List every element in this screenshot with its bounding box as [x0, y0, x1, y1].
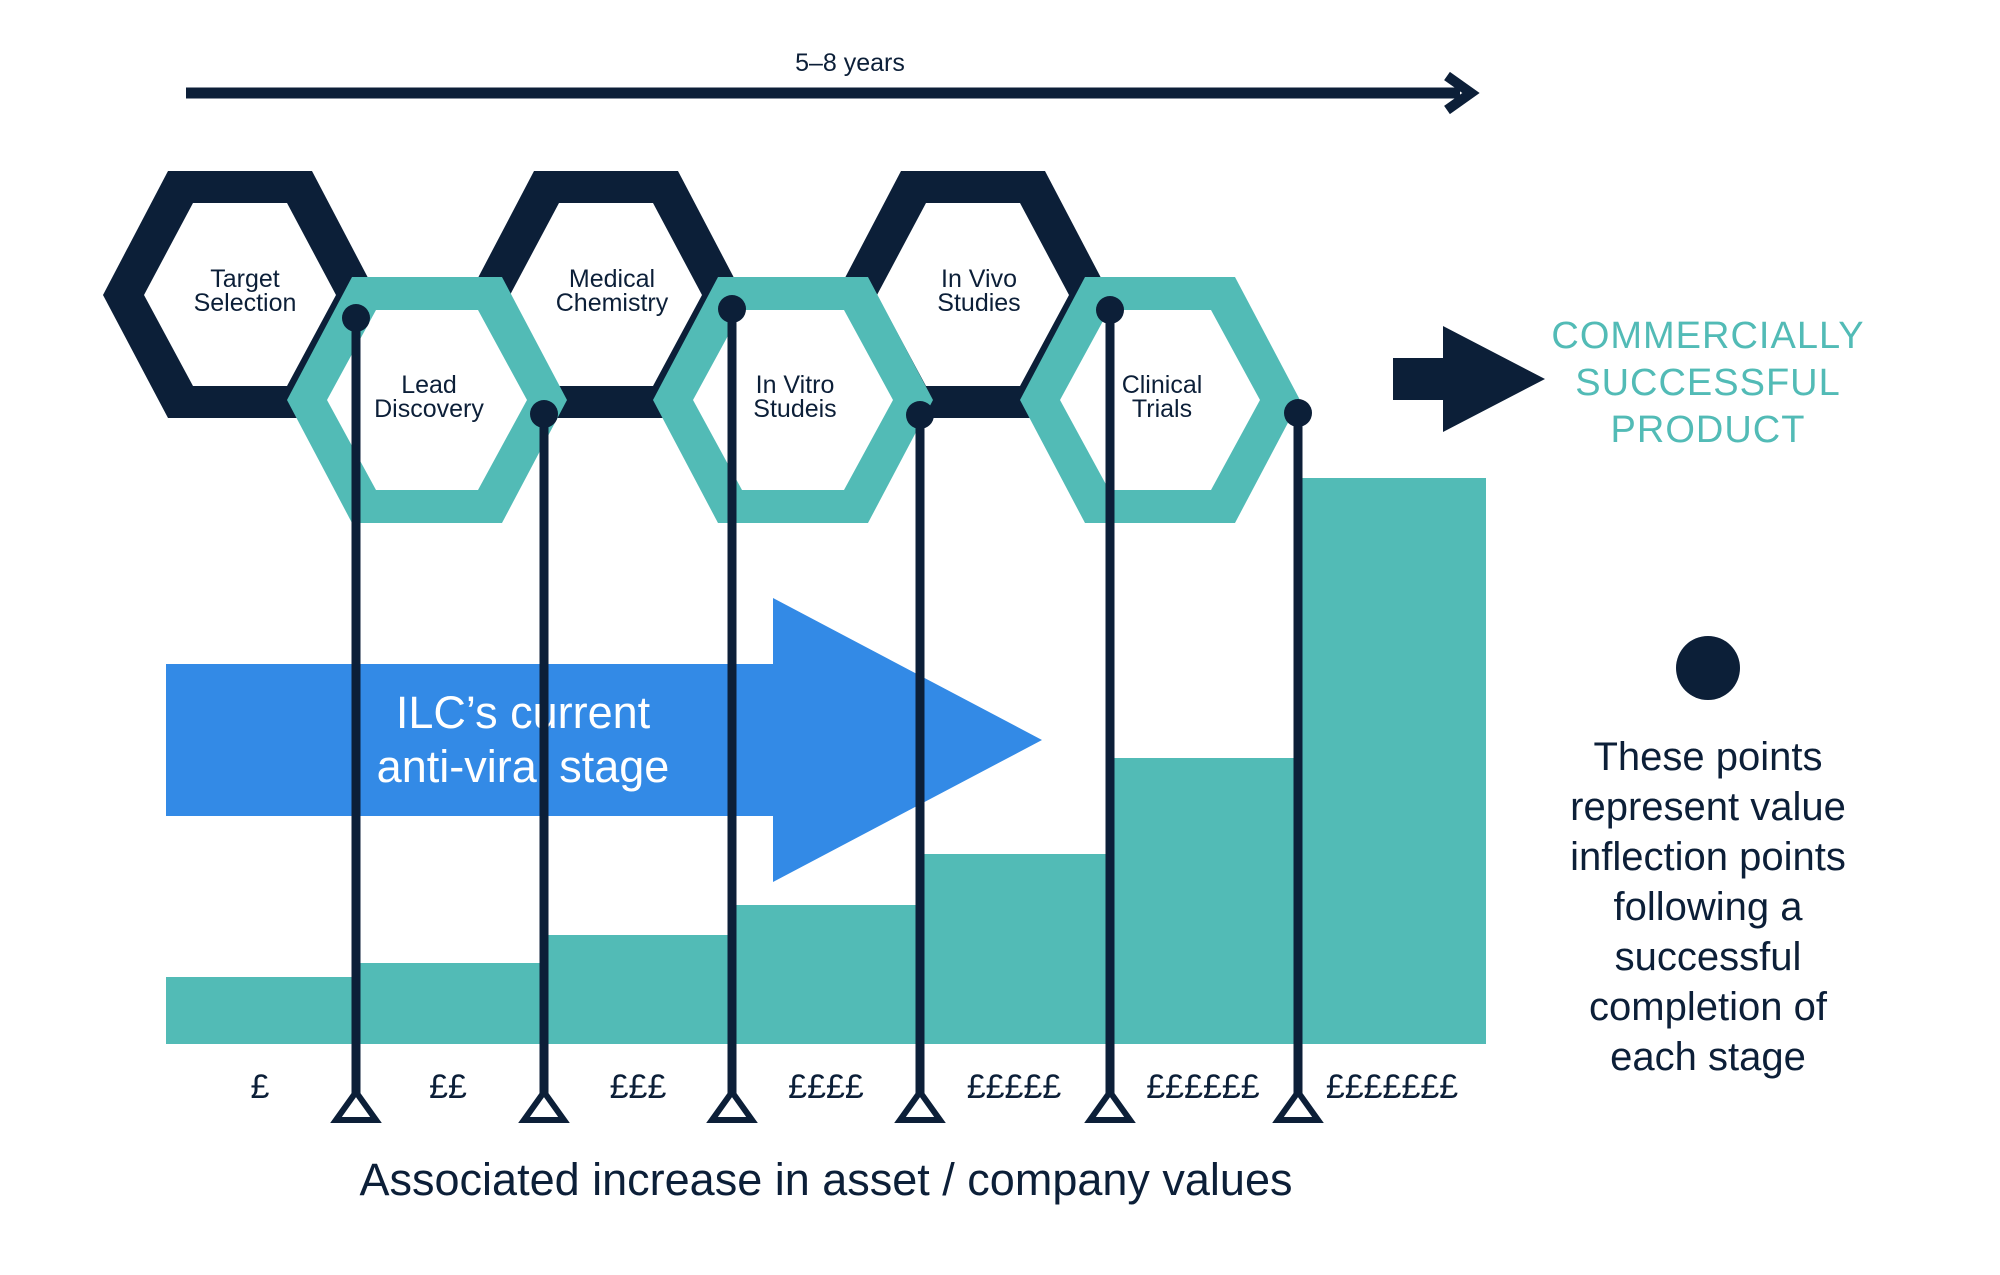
inflection-point-1: [330, 304, 382, 1123]
inflection-dot: [906, 401, 934, 429]
legend-line-3: inflection points: [1570, 835, 1846, 879]
outcome-arrow: [1393, 326, 1545, 432]
duration-label: 5–8 years: [795, 49, 905, 77]
stage-label-lead-discovery-2: Discovery: [374, 395, 484, 423]
legend-line-6: completion of: [1589, 985, 1828, 1029]
legend-line-7: each stage: [1610, 1035, 1806, 1079]
inflection-dot: [1096, 296, 1124, 324]
stage-label-clinical-trials-1: Clinical: [1122, 371, 1203, 399]
stage-label-in-vivo-2: Studies: [937, 289, 1020, 317]
stage-label-in-vitro-1: In Vitro: [756, 371, 835, 399]
inflection-triangle: [518, 1086, 570, 1123]
stage-label-lead-discovery-1: Lead: [401, 371, 457, 399]
value-label-2: ££: [429, 1068, 467, 1106]
legend-line-4: following a: [1613, 885, 1803, 929]
legend-line-2: represent value: [1570, 785, 1846, 829]
legend-line-5: successful: [1615, 935, 1802, 979]
inflection-triangle: [894, 1086, 946, 1123]
current-stage-line2: anti-viral stage: [377, 741, 670, 792]
value-bar-7: [1298, 478, 1486, 1044]
value-bar-4: [732, 905, 920, 1044]
inflection-triangle: [1084, 1086, 1136, 1123]
stage-label-target-selection-2: Selection: [194, 289, 297, 317]
legend-line-1: These points: [1593, 735, 1822, 779]
value-bar-2: [356, 963, 544, 1044]
stage-label-clinical-trials-2: Trials: [1132, 395, 1192, 423]
stage-label-target-selection-1: Target: [210, 265, 280, 293]
current-stage-line1: ILC’s current: [396, 687, 651, 738]
value-label-4: ££££: [788, 1068, 864, 1106]
outcome-line2: SUCCESSFUL: [1575, 362, 1841, 404]
value-bar-5: [920, 854, 1110, 1044]
value-label-6: ££££££: [1146, 1068, 1260, 1106]
inflection-dot: [718, 295, 746, 323]
timeline-arrow: [186, 71, 1480, 115]
inflection-point-6: [1272, 399, 1324, 1123]
inflection-triangle: [330, 1086, 382, 1123]
legend-dot-icon: [1676, 636, 1740, 700]
inflection-point-5: [1084, 296, 1136, 1123]
inflection-triangle: [706, 1086, 758, 1123]
stage-hexagon-in-vitro-studies: [653, 277, 933, 523]
value-label-7: £££££££: [1326, 1068, 1458, 1106]
inflection-point-2: [518, 400, 570, 1123]
value-bar-6: [1110, 758, 1298, 1044]
inflection-point-3: [706, 295, 758, 1123]
inflection-dot: [530, 400, 558, 428]
current-stage-arrow: ILC’s current anti-viral stage: [166, 598, 1042, 882]
value-bar-3: [544, 935, 732, 1044]
inflection-dot: [342, 304, 370, 332]
stage-label-medical-chemistry-1: Medical: [569, 265, 655, 293]
outcome-line3: PRODUCT: [1611, 409, 1806, 451]
value-label-3: £££: [610, 1068, 667, 1106]
stage-label-medical-chemistry-2: Chemistry: [556, 289, 669, 317]
inflection-dot: [1284, 399, 1312, 427]
bottom-caption: Associated increase in asset / company v…: [360, 1154, 1293, 1205]
stage-label-in-vitro-2: Studeis: [753, 395, 836, 423]
stage-hexagon-target-selection: [103, 171, 377, 418]
value-step-bars: [166, 478, 1486, 1044]
inflection-point-4: [894, 401, 946, 1123]
outcome-line1: COMMERCIALLY: [1551, 315, 1864, 357]
inflection-triangle: [1272, 1086, 1324, 1123]
value-bar-1: [166, 977, 356, 1044]
value-label-1: £: [251, 1068, 270, 1106]
stage-label-in-vivo-1: In Vivo: [941, 265, 1017, 293]
value-label-5: £££££: [967, 1068, 1062, 1106]
